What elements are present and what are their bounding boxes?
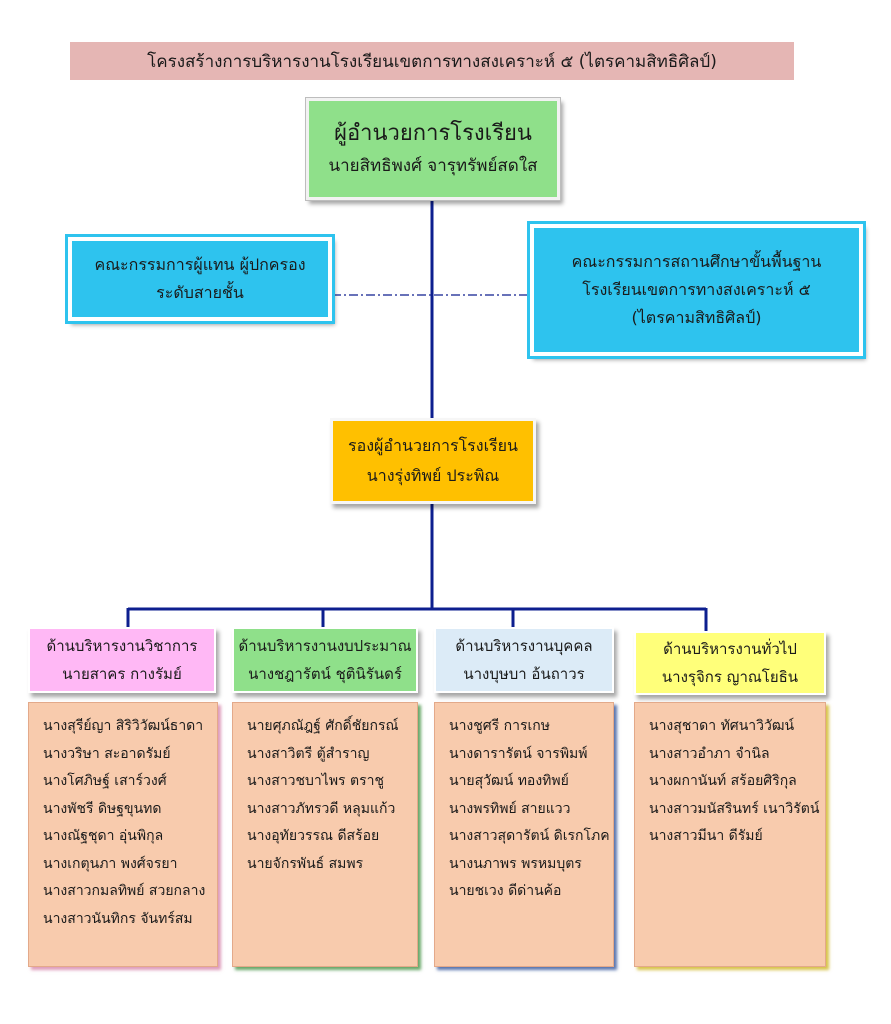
director-role: ผู้อำนวยการโรงเรียน [334,121,532,146]
staff-member: นางสาวชบาไพร ตราชู [247,773,384,789]
staff-member: นางนภาพร พรหมบุตร [449,855,582,872]
staff-member: นางชูศรี การเกษ [449,718,550,734]
staff-member: นางสุชาดา ทัศนาวิวัฒน์ [649,718,795,734]
staff-member: นางณัฐชุดา อุ่นพิกุล [43,828,164,844]
deputy-role: รองผู้อำนวยการโรงเรียน [348,436,518,455]
dept-academic-head: นายสาคร กางรัมย์ [62,665,182,683]
deputy-name: นางรุ่งทิพย์ ประพิณ [366,466,500,485]
staff-member: นางอุทัยวรรณ ดีสร้อย [247,828,380,844]
staff-member: นางสาวกมลทิพย์ สวยกลาง [43,883,206,899]
staff-member: นางวริษา สะอาดรัมย์ [43,745,171,762]
parent-committee-line1: คณะกรรมการผู้แทน ผู้ปกครอง [94,255,306,274]
staff-member: นางเกตุนภา พงศ์จรยา [43,855,178,872]
dept-personnel-title: ด้านบริหารงานบุคคล [455,637,593,655]
director-name: นายสิทธิพงศ์ จารุทรัพย์สดใส [328,156,538,176]
staff-member: นางสาวสุดารัตน์ ดิเรกโภค [449,828,610,844]
dept-personnel-head: นางบุษบา อ้นถาวร [463,665,585,683]
school-board-line1: คณะกรรมการสถานศึกษาขั้นพื้นฐาน [571,252,822,271]
dept-budget-title: ด้านบริหารงานงบประมาณ [238,637,412,655]
dept-academic-box: ด้านบริหารงานวิชาการ นายสาคร กางรัมย์ [28,627,216,693]
staff-member: นางดารารัตน์ จารพิมพ์ [449,745,588,762]
staff-member: นายสุวัฒน์ ทองทิพย์ [449,773,569,789]
staff-member: นายชเวง ดีด่านค้อ [449,883,562,899]
staff-member: นางสาวมนัสรินทร์ เนาวิรัตน์ [649,800,820,817]
parent-committee-box: คณะกรรมการผู้แทน ผู้ปกครอง ระดับสายชั้น [65,234,335,324]
school-board-line3: (ไตรคามสิทธิศิลป์) [631,308,762,327]
staff-member: นางโศภิษฐ์ เสาร์วงศ์ [43,773,167,789]
staff-member: นางสาวมีนา ดีรัมย์ [649,828,763,844]
staff-member: นางสาวภัทรวดี หลุมแก้ว [247,800,396,817]
school-board-box: คณะกรรมการสถานศึกษาขั้นพื้นฐาน โรงเรียนเ… [527,221,866,359]
staff-member: นางพัชรี ดิษฐขุนทด [43,800,162,817]
chart-title-text: โครงสร้างการบริหารงานโรงเรียนเขตการทางสง… [147,51,717,72]
dept-academic-title: ด้านบริหารงานวิชาการ [46,637,198,655]
staff-member: นายจักรพันธ์ สมพร [247,855,364,872]
school-board-line2: โรงเรียนเขตการทางสงเคราะห์ ๕ [582,280,811,299]
staff-member: นางสาวอำภา จำนิล [649,745,770,762]
parent-committee-line2: ระดับสายชั้น [156,283,244,302]
deputy-director-box: รองผู้อำนวยการโรงเรียน นางรุ่งทิพย์ ประพ… [330,418,536,504]
staff-member: นางสุรีย์ญา สิริวิวัฒน์ธาดา [43,718,204,734]
dept-budget-head: นางชฎารัตน์ ชุตินิรันดร์ [248,665,402,683]
dept-budget-box: ด้านบริหารงานงบประมาณ นางชฎารัตน์ ชุตินิ… [232,627,418,693]
dept-personnel-staff-list: นางชูศรี การเกษ นางดารารัตน์ จารพิมพ์ นา… [434,702,614,967]
chart-title: โครงสร้างการบริหารงานโรงเรียนเขตการทางสง… [70,42,794,80]
dept-general-head: นางรุจิกร ญาณโยธิน [661,668,799,686]
dept-general-title: ด้านบริหารงานทั่วไป [663,640,797,658]
staff-member: นางสาวนันทิกร จันทร์สม [43,910,193,927]
dept-budget-staff-list: นายศุภณัฎฐ์ ศักดิ์ชัยกรณ์ นางสาวิตรี ตู้… [232,702,418,967]
staff-member: นายศุภณัฎฐ์ ศักดิ์ชัยกรณ์ [247,718,399,734]
dept-general-box: ด้านบริหารงานทั่วไป นางรุจิกร ญาณโยธิน [634,631,826,695]
staff-member: นางสาวิตรี ตู้สำราญ [247,745,370,762]
dept-general-staff-list: นางสุชาดา ทัศนาวิวัฒน์ นางสาวอำภา จำนิล … [634,702,826,967]
director-box: ผู้อำนวยการโรงเรียน นายสิทธิพงศ์ จารุทรั… [305,97,561,201]
dept-academic-staff-list: นางสุรีย์ญา สิริวิวัฒน์ธาดา นางวริษา สะอ… [28,702,218,967]
dept-personnel-box: ด้านบริหารงานบุคคล นางบุษบา อ้นถาวร [434,627,614,693]
staff-member: นางผกานันท์ สร้อยศิริกุล [649,773,797,789]
staff-member: นางพรทิพย์ สายแวว [449,800,571,817]
